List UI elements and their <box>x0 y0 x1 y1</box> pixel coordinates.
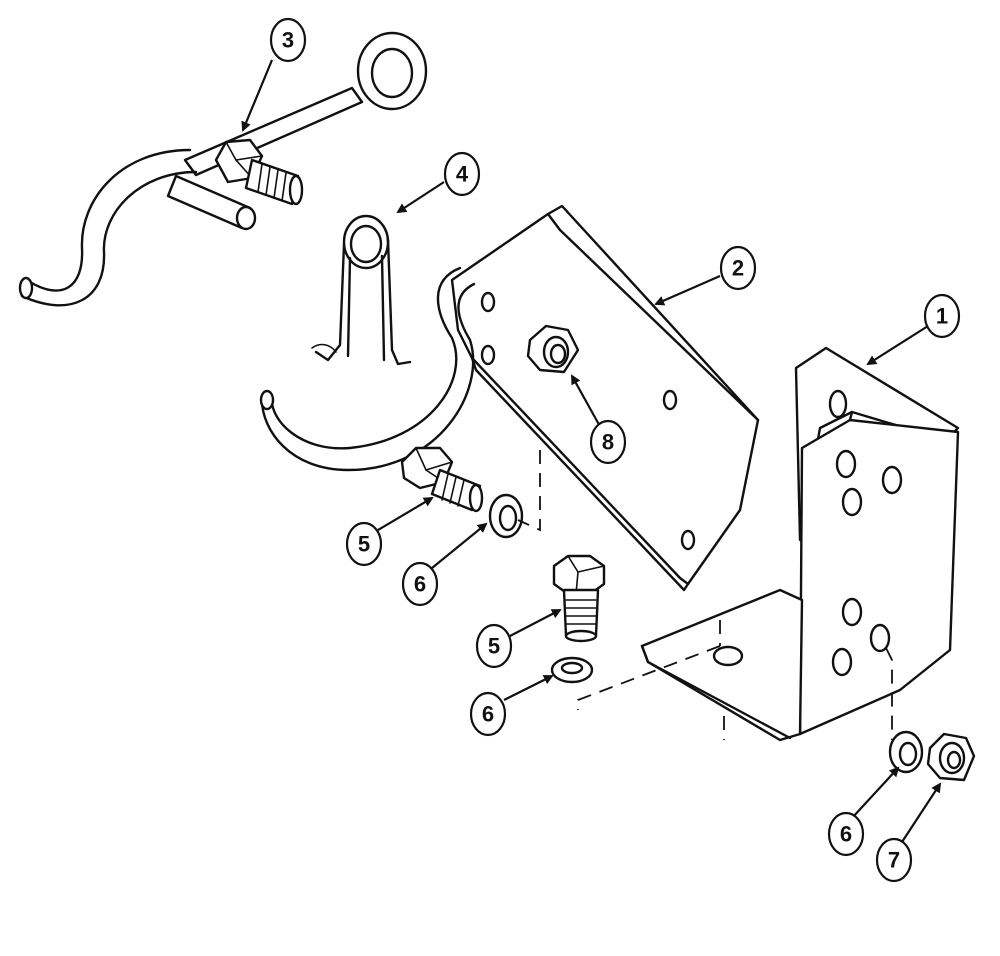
bolt-5-upper <box>400 446 484 513</box>
part-1-bracket <box>640 346 960 742</box>
callout-1: 1 <box>923 293 961 339</box>
callout-4: 4 <box>443 151 481 197</box>
callout-7: 7 <box>875 837 913 883</box>
callout-7-label: 7 <box>888 848 900 873</box>
part-4-torsion-spring <box>311 214 412 366</box>
washer-6-right <box>888 730 924 774</box>
assembly-lines <box>517 450 893 740</box>
nut-7 <box>926 732 976 782</box>
callout-4-label: 4 <box>456 162 469 187</box>
washer-6-upper <box>488 493 524 539</box>
callout-6-upper: 6 <box>401 561 439 607</box>
part-3-latch-rod <box>18 31 428 307</box>
callout-5-lower: 5 <box>475 623 513 669</box>
callout-6-lower-label: 6 <box>482 702 494 727</box>
callout-5-lower-label: 5 <box>488 634 500 659</box>
washer-6-lower <box>550 656 594 684</box>
callout-2: 2 <box>719 245 757 291</box>
leader-lines <box>241 59 942 843</box>
callout-3-label: 3 <box>282 28 294 53</box>
part-2-pivot-plate <box>450 204 760 592</box>
callout-8-label: 8 <box>602 430 614 455</box>
callout-6-lower: 6 <box>469 691 507 737</box>
callout-5-upper: 5 <box>345 521 383 567</box>
callout-2-label: 2 <box>732 256 744 281</box>
callout-3: 3 <box>269 17 307 63</box>
callout-1-label: 1 <box>936 304 948 329</box>
callout-6-right-label: 6 <box>840 822 852 847</box>
bolt-5-lower <box>552 554 606 643</box>
part-8-nut <box>526 324 580 374</box>
callout-8: 8 <box>589 419 627 465</box>
callout-6-upper-label: 6 <box>414 572 426 597</box>
callout-5-upper-label: 5 <box>358 532 370 557</box>
pivot-rod <box>259 266 476 472</box>
callout-6-right: 6 <box>827 811 865 857</box>
